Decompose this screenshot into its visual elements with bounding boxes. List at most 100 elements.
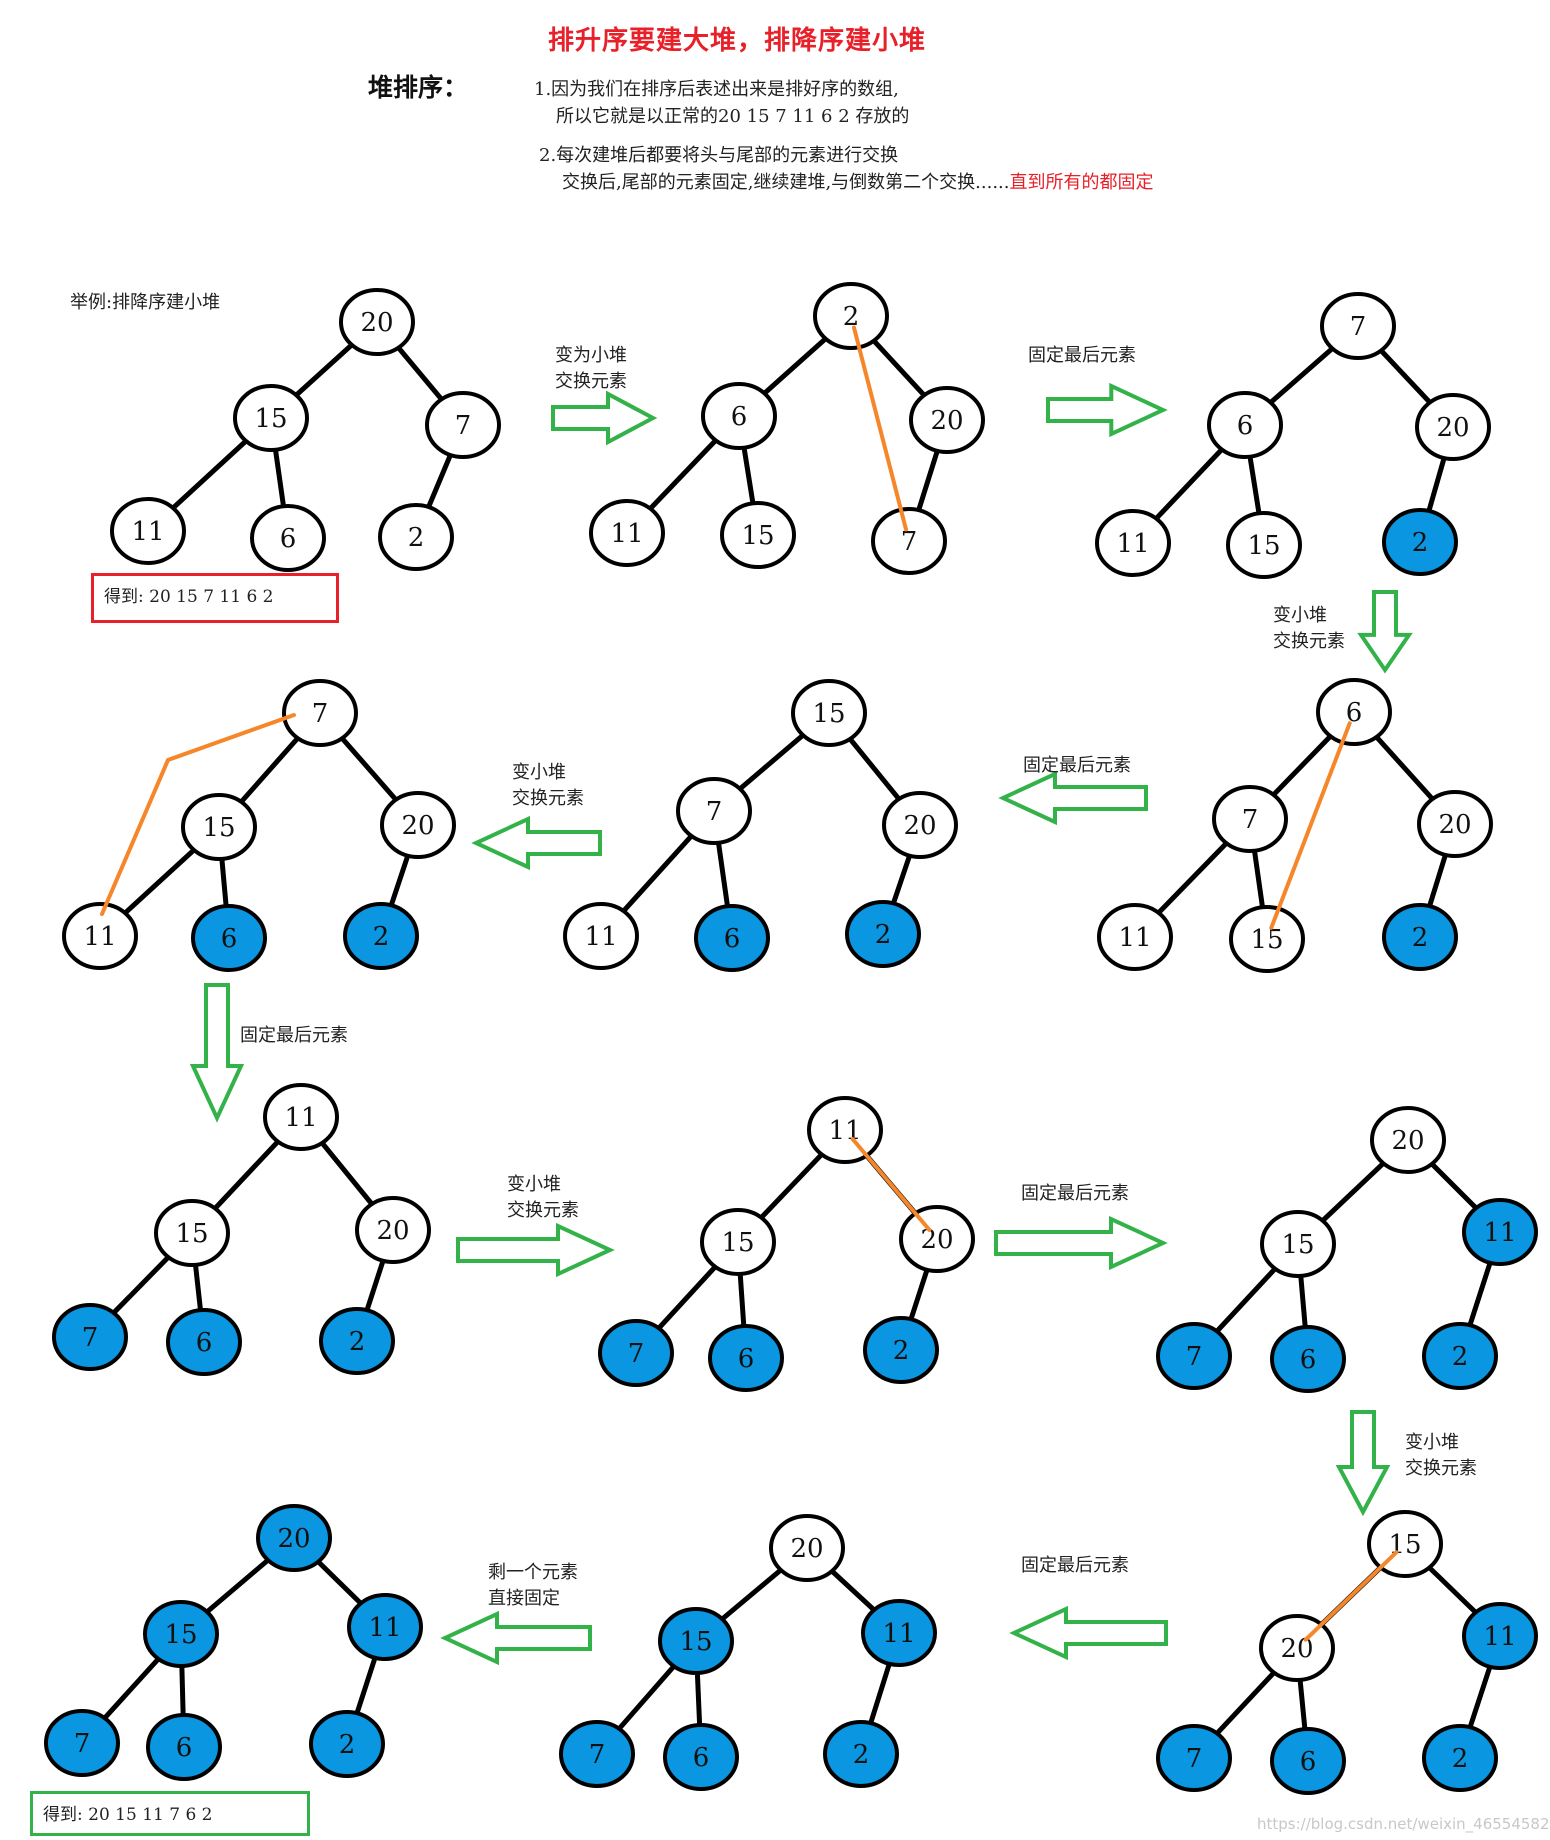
tree-node <box>1229 905 1305 973</box>
block-arrow-8-icon <box>994 1215 1168 1271</box>
fixed-node <box>309 1710 385 1778</box>
swap-line <box>850 1137 932 1232</box>
arrow-label-1: 变为小堆 交换元素 <box>555 343 627 395</box>
tree-node <box>250 504 326 572</box>
node-value: 15 <box>175 1219 208 1249</box>
arrow-label-8-line-1: 固定最后元素 <box>1021 1183 1129 1204</box>
block-arrow-7-icon <box>456 1222 615 1278</box>
arrow-label-5-line-2: 交换元素 <box>512 788 584 809</box>
arrow-label-10: 固定最后元素 <box>1021 1553 1129 1579</box>
fixed-node <box>1382 508 1458 576</box>
tree-node <box>355 1196 431 1264</box>
node-value: 7 <box>706 797 723 827</box>
block-arrow-1-icon <box>551 390 658 446</box>
node-value: 20 <box>790 1534 823 1564</box>
fixed-node <box>708 1324 784 1392</box>
block-arrow-3-icon <box>1357 590 1413 674</box>
node-value: 2 <box>875 920 892 950</box>
fixed-node <box>663 1723 739 1791</box>
arrow-label-2-line-1: 固定最后元素 <box>1028 345 1136 366</box>
node-value: 7 <box>1242 805 1259 835</box>
node-value: 2 <box>1452 1342 1469 1372</box>
node-value: 7 <box>312 699 329 729</box>
fixed-node <box>1382 903 1458 971</box>
fixed-node <box>1156 1322 1232 1390</box>
fixed-node <box>343 902 419 970</box>
arrow-label-3-line-1: 变小堆 <box>1273 605 1327 626</box>
node-value: 2 <box>1412 528 1429 558</box>
tree-node <box>899 1205 975 1273</box>
tree-node <box>563 902 639 970</box>
fixed-node <box>1156 1724 1232 1792</box>
arrow-label-3: 变小堆 交换元素 <box>1273 603 1345 655</box>
node-value: 11 <box>368 1613 401 1643</box>
arrow-label-4-line-1: 固定最后元素 <box>1023 755 1131 776</box>
tree-node <box>813 282 889 350</box>
swap-line <box>100 713 296 916</box>
fixed-node <box>52 1303 128 1371</box>
arrow-label-5: 变小堆 交换元素 <box>512 760 584 812</box>
node-value: 20 <box>930 406 963 436</box>
node-value: 15 <box>679 1627 712 1657</box>
node-value: 11 <box>131 517 164 547</box>
block-arrow-11-icon <box>440 1610 592 1666</box>
node-value: 6 <box>724 924 741 954</box>
tree-node <box>181 793 257 861</box>
tree-node <box>1320 292 1396 360</box>
arrow-label-6: 固定最后元素 <box>240 1023 348 1049</box>
tree-node <box>1226 511 1302 579</box>
node-value: 7 <box>82 1323 99 1353</box>
fixed-node <box>256 1504 332 1572</box>
node-value: 20 <box>1436 413 1469 443</box>
tree-node <box>589 499 665 567</box>
node-value: 15 <box>1281 1230 1314 1260</box>
node-value: 7 <box>455 411 472 441</box>
node-value: 20 <box>1391 1126 1424 1156</box>
block-arrow-4-icon <box>998 770 1148 826</box>
tree-node <box>1260 1210 1336 1278</box>
swap-line <box>851 325 909 532</box>
node-value: 15 <box>164 1620 197 1650</box>
node-value: 20 <box>376 1216 409 1246</box>
arrow-label-7-line-1: 变小堆 <box>507 1174 561 1195</box>
note-1-line-1: 1.因为我们在排序后表述出来是排好序的数组, <box>534 79 899 100</box>
node-value: 6 <box>176 1733 193 1763</box>
node-value: 2 <box>339 1730 356 1760</box>
node-value: 20 <box>277 1524 310 1554</box>
node-value: 6 <box>1300 1345 1317 1375</box>
tree-node <box>1097 903 1173 971</box>
arrow-label-9: 变小堆 交换元素 <box>1405 1430 1477 1482</box>
fixed-node <box>146 1713 222 1781</box>
node-value: 7 <box>74 1729 91 1759</box>
node-value: 15 <box>1250 925 1283 955</box>
tree-node <box>378 503 454 571</box>
tree-node <box>909 386 985 454</box>
arrow-label-1-line-1: 变为小堆 <box>555 345 627 366</box>
fixed-node <box>1270 1325 1346 1393</box>
tree-node <box>62 902 138 970</box>
block-arrow-6-icon <box>189 983 245 1123</box>
tree-node <box>700 1208 776 1276</box>
tree-node <box>720 501 796 569</box>
node-value: 11 <box>1118 923 1151 953</box>
node-value: 2 <box>373 922 390 952</box>
node-value: 6 <box>731 402 748 432</box>
node-value: 2 <box>349 1327 366 1357</box>
arrow-label-2: 固定最后元素 <box>1028 343 1136 369</box>
section-heading: 堆排序： <box>368 73 469 102</box>
node-value: 6 <box>1300 1747 1317 1777</box>
node-value: 15 <box>1247 531 1280 561</box>
fixed-node <box>1422 1322 1498 1390</box>
fixed-node <box>1422 1724 1498 1792</box>
tree-node <box>769 1514 845 1582</box>
arrow-label-11: 剩一个元素 直接固定 <box>488 1560 578 1612</box>
example-label: 举例:排降序建小堆 <box>70 292 221 313</box>
